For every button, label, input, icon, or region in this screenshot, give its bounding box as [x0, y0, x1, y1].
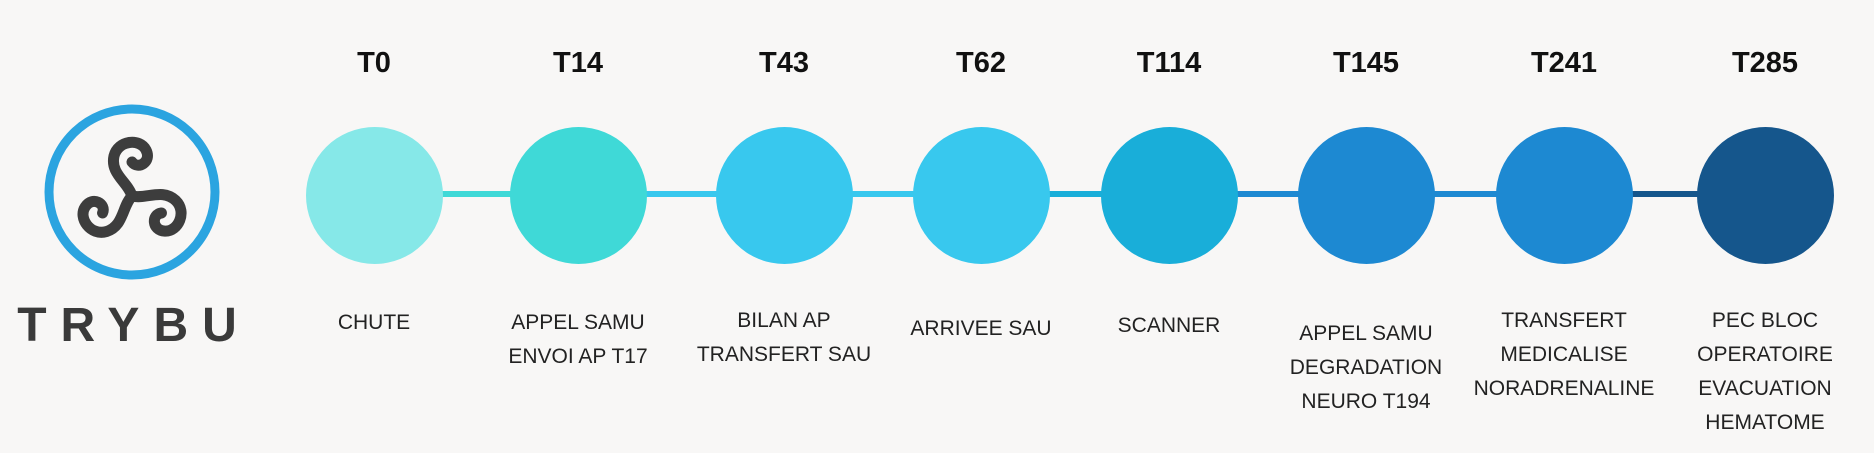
connector-line [1430, 191, 1500, 197]
step-time: T62 [956, 47, 1006, 79]
step-node [1298, 127, 1435, 264]
connector-line [438, 191, 514, 197]
step-node [1101, 127, 1238, 264]
step-node [1697, 127, 1834, 264]
step-time: T43 [759, 47, 809, 79]
step-label: APPEL SAMU DEGRADATION NEURO T194 [1289, 322, 1443, 413]
step-node [1496, 127, 1633, 264]
step-time: T145 [1332, 47, 1400, 79]
step-label: CHUTE [337, 311, 411, 334]
step-label: BILAN AP TRANSFERT SAU [696, 309, 872, 366]
logo-ring [44, 104, 220, 280]
connector-line [1628, 191, 1701, 197]
step-label: SCANNER [1117, 314, 1221, 337]
trybu-logo [44, 104, 220, 280]
connector-line [1233, 191, 1302, 197]
step-label: TRANSFERT MEDICALISE NORADRENALINE [1473, 309, 1655, 400]
connector-line [1045, 191, 1105, 197]
step-label: ARRIVEE SAU [910, 317, 1052, 340]
step-time: T114 [1136, 47, 1202, 79]
step-label: APPEL SAMU ENVOI AP T17 [508, 311, 648, 368]
brand-name: TRYBU [17, 299, 251, 352]
step-label: PEC BLOC OPERATOIRE EVACUATION HEMATOME [1697, 309, 1833, 434]
step-node [510, 127, 647, 264]
step-node [306, 127, 443, 264]
triskelion-icon [77, 136, 187, 238]
step-node [716, 127, 853, 264]
step-time: T241 [1530, 47, 1598, 79]
step-time: T14 [553, 47, 603, 79]
connector-line [848, 191, 917, 197]
step-node [913, 127, 1050, 264]
step-time: T0 [357, 47, 391, 79]
connector-line [642, 191, 720, 197]
step-time: T285 [1731, 47, 1799, 79]
